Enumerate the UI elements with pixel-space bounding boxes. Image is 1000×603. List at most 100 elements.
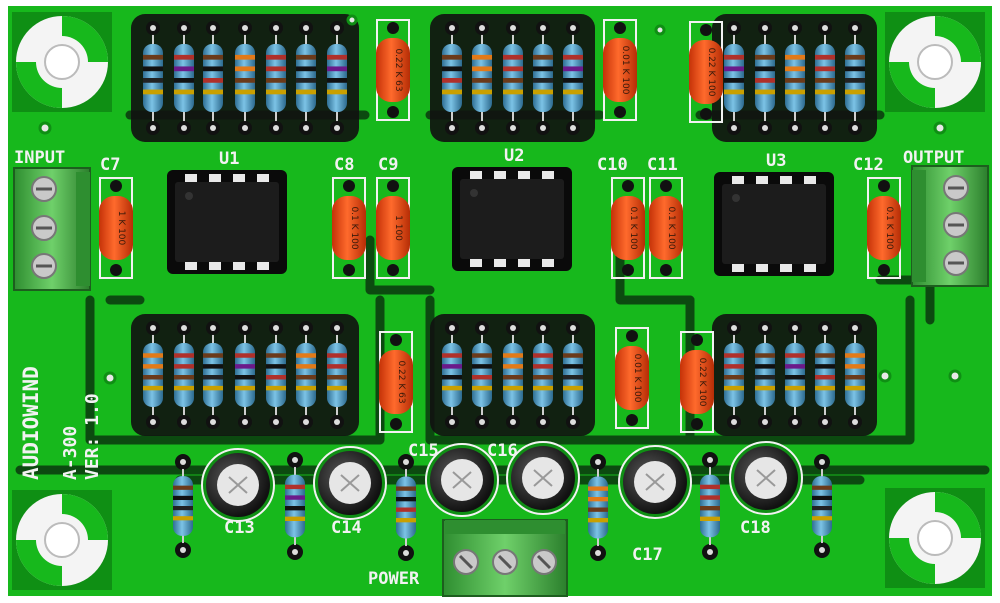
cap-ref-label: C8 — [334, 155, 354, 175]
film-capacitor: 0.22 K 100 — [680, 331, 714, 433]
cap-marking: 0.22 K 63 — [393, 48, 403, 91]
cap-marking: 0.1 K 100 — [349, 206, 359, 249]
resistor — [173, 455, 193, 557]
ic-chips — [167, 167, 834, 276]
resistor-array — [131, 14, 877, 561]
cap-ref-label: C7 — [100, 155, 120, 175]
cap-marking: 0.1 K 100 — [666, 206, 676, 249]
power-terminal-block — [442, 519, 568, 597]
cap-marking: 0.01 K 100 — [632, 354, 642, 403]
cap-marking: 0.01 K 100 — [620, 46, 630, 95]
film-capacitor: 0.22 K 100 — [689, 21, 723, 123]
ic-ref-label: U3 — [766, 151, 786, 171]
cap-ref-label: C15 — [408, 441, 439, 461]
resistor — [143, 321, 163, 429]
ic-chip — [714, 172, 834, 276]
cap-ref-label: C18 — [740, 518, 771, 538]
resistor — [724, 321, 744, 429]
electrolytic-capacitor — [425, 443, 499, 517]
ic-ref-label: U1 — [219, 149, 239, 169]
resistor — [296, 321, 316, 429]
cap-ref-label: C16 — [487, 441, 518, 461]
resistor — [174, 21, 194, 135]
mounting-holes — [12, 12, 985, 590]
resistor — [327, 321, 347, 429]
resistor — [266, 321, 286, 429]
resistor — [266, 21, 286, 135]
electrolytic-capacitor — [618, 445, 692, 519]
resistor — [327, 21, 347, 135]
film-capacitor: 0.1 K 100 — [611, 177, 645, 279]
cap-ref-label: C13 — [224, 518, 255, 538]
cap-ref-label: C14 — [331, 518, 362, 538]
film-capacitors: 1 K 100 0.1 K 100 1 100 0.1 K 100 0.1 K 100 0… — [99, 19, 901, 433]
ic-chip — [167, 170, 287, 274]
input-terminal-block — [13, 167, 91, 291]
film-capacitor: 0.01 K 100 — [603, 19, 637, 121]
film-capacitor: 1 K 100 — [99, 177, 133, 279]
electrolytic-capacitors — [201, 441, 803, 522]
electrolytic-capacitor — [313, 446, 387, 520]
resistor — [755, 321, 775, 429]
resistor — [815, 321, 835, 429]
resistor — [174, 321, 194, 429]
silkscreen-labels: INPUT OUTPUT POWER AUDIOWIND A-300 VER: … — [14, 148, 964, 589]
output-terminal-block — [911, 165, 989, 287]
cap-marking: 0.22 K 100 — [697, 358, 707, 407]
resistor — [845, 21, 865, 135]
input-label: INPUT — [14, 148, 65, 168]
resistor — [503, 21, 523, 135]
film-capacitor: 0.1 K 100 — [867, 177, 901, 279]
ic-ref-label: U2 — [504, 146, 524, 166]
cap-ref-label: C9 — [378, 155, 398, 175]
resistor — [285, 453, 305, 559]
cap-marking: 0.1 K 100 — [884, 206, 894, 249]
cap-marking: 1 100 — [393, 215, 403, 241]
vias — [38, 14, 962, 385]
film-capacitor: 0.01 K 100 — [615, 327, 649, 429]
ic-chip — [452, 167, 572, 271]
film-capacitor: 0.22 K 63 — [379, 331, 413, 433]
resistor — [755, 21, 775, 135]
cap-marking: 1 K 100 — [116, 211, 126, 246]
resistor — [563, 21, 583, 135]
electrolytic-capacitor — [506, 441, 580, 515]
resistor — [203, 21, 223, 135]
cap-marking: 0.22 K 100 — [706, 48, 716, 97]
resistor — [235, 321, 255, 429]
resistor — [396, 455, 416, 560]
output-label: OUTPUT — [903, 148, 964, 168]
resistor — [203, 321, 223, 429]
resistor — [503, 321, 523, 429]
cap-marking: 0.22 K 63 — [396, 360, 406, 403]
resistor — [700, 453, 720, 559]
resistor — [845, 321, 865, 429]
power-label: POWER — [368, 569, 420, 589]
resistor — [533, 21, 553, 135]
version-label: VER: 1.0 — [82, 393, 103, 480]
resistor — [533, 321, 553, 429]
brand-label: AUDIOWIND — [19, 366, 43, 480]
resistor — [472, 21, 492, 135]
resistor — [296, 21, 316, 135]
electrolytic-capacitor — [201, 448, 275, 522]
resistor — [785, 21, 805, 135]
resistor — [785, 321, 805, 429]
resistor — [724, 21, 744, 135]
resistor — [442, 321, 462, 429]
cap-ref-label: C12 — [853, 155, 884, 175]
cap-ref-label: C11 — [647, 155, 678, 175]
model-label: A-300 — [60, 426, 81, 480]
film-capacitor: 0.1 K 100 — [649, 177, 683, 279]
film-capacitor: 0.1 K 100 — [332, 177, 366, 279]
resistor — [442, 21, 462, 135]
resistor — [815, 21, 835, 135]
resistor — [143, 21, 163, 135]
resistor — [588, 455, 608, 560]
film-capacitor: 1 100 — [376, 177, 410, 279]
cap-ref-label: C10 — [597, 155, 628, 175]
film-capacitor: 0.22 K 63 — [376, 19, 410, 121]
resistor — [235, 21, 255, 135]
